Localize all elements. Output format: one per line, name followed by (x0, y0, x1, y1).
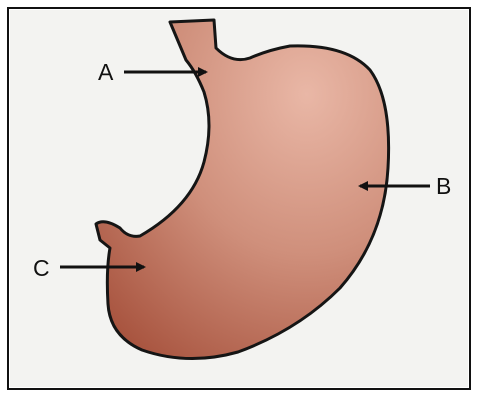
label-a: A (98, 59, 114, 85)
label-b: B (436, 173, 451, 199)
label-c: C (33, 255, 50, 281)
